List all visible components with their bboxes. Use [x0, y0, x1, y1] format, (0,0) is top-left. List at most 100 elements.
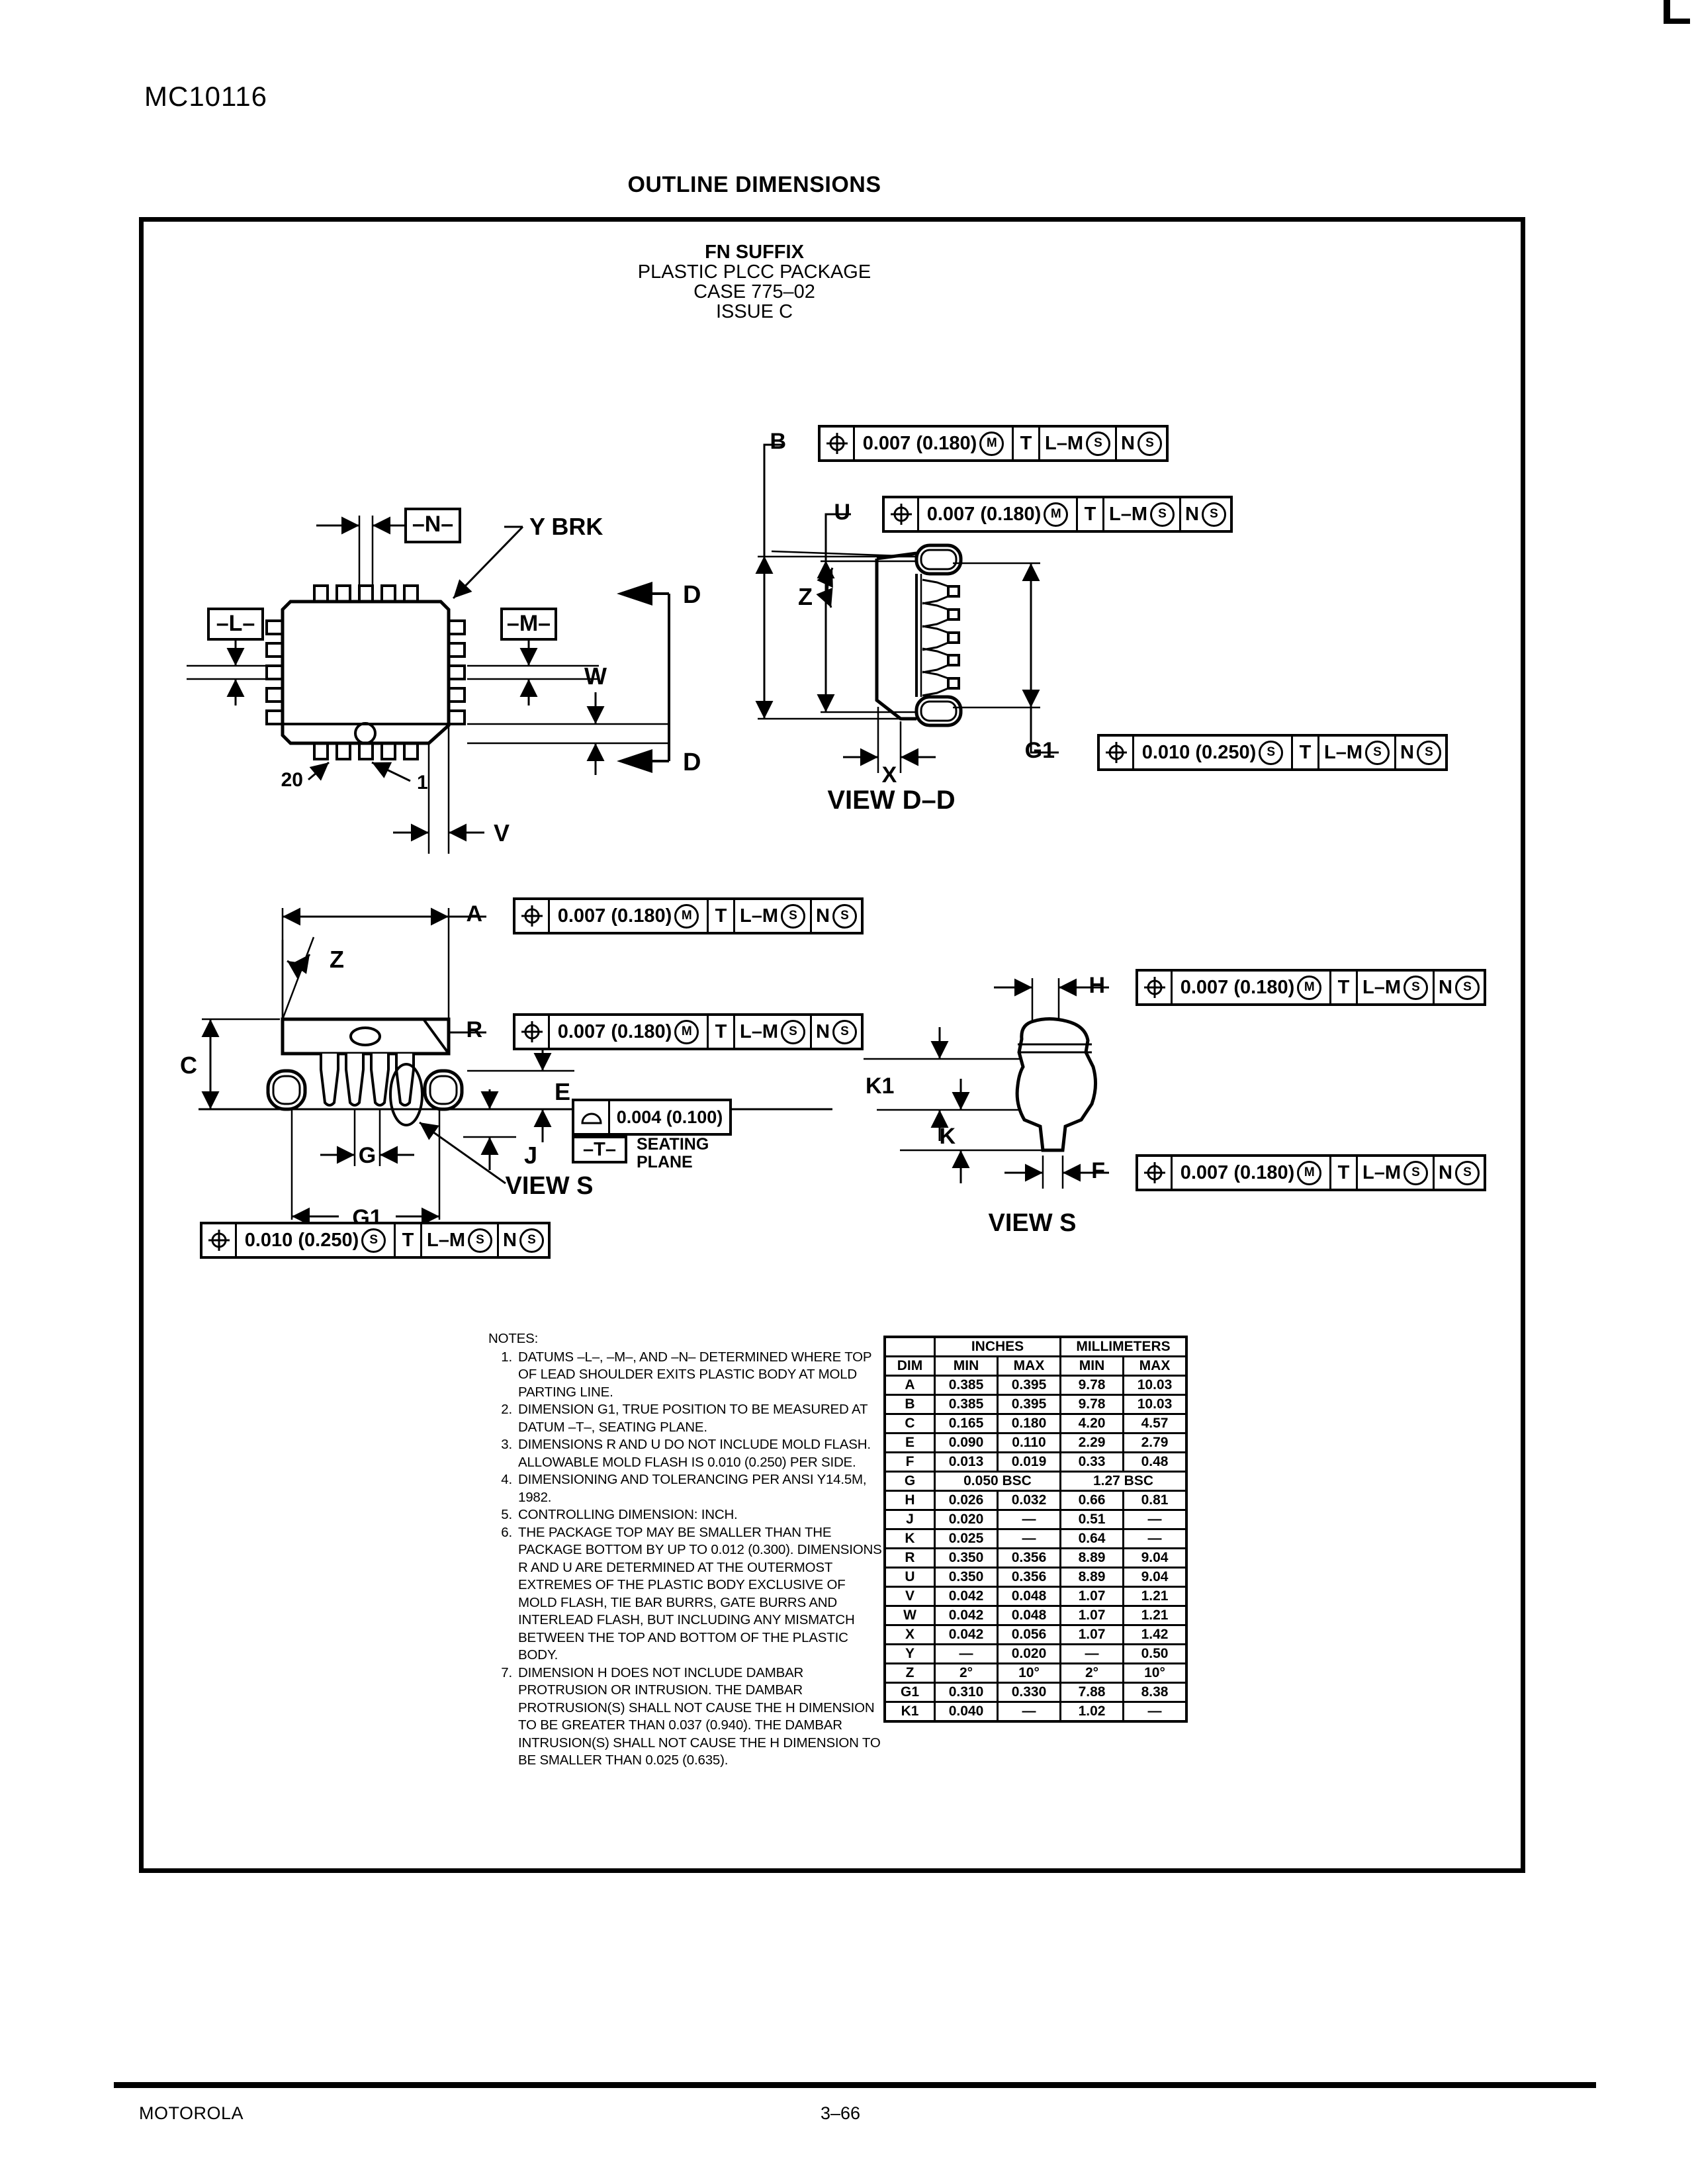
- frame-r-letter: R: [466, 1017, 482, 1042]
- material-modifier-icon: S: [1454, 1160, 1480, 1185]
- datum-ref-lm: L–M: [740, 1021, 778, 1042]
- datum-ref-lm: L–M: [1324, 741, 1362, 763]
- side-view: Z C: [180, 907, 832, 1230]
- position-symbol-icon: [1138, 972, 1173, 1003]
- datum-ref-lm: L–M: [1045, 432, 1083, 454]
- note-item: 7.DIMENSION H DOES NOT INCLUDE DAMBAR PR…: [501, 1664, 881, 1768]
- datum-ref-t: T: [1078, 498, 1104, 530]
- notes-block: NOTES: 1.DATUMS –L–, –M–, AND –N– DETERM…: [488, 1330, 885, 1770]
- dim-j-label: J: [524, 1142, 537, 1169]
- pin20-leader: [308, 761, 330, 781]
- material-modifier-icon: S: [361, 1228, 386, 1253]
- frame-a-letter: A: [466, 901, 482, 927]
- dim-z-label: Z: [798, 583, 813, 610]
- view-dd-title: VIEW D–D: [827, 786, 955, 815]
- datum-n-box: [404, 508, 461, 543]
- dim-z2-label: Z: [330, 946, 344, 973]
- datum-ref-t: T: [709, 900, 735, 932]
- dim-w-extension: [467, 723, 668, 745]
- note-item: 4.DIMENSIONING AND TOLERANCING PER ANSI …: [501, 1472, 867, 1505]
- note-item: 5.CONTROLLING DIMENSION: INCH.: [501, 1507, 738, 1522]
- material-modifier-icon: M: [674, 1019, 699, 1044]
- pin20-label: 20: [281, 769, 303, 791]
- datum-ref-lm: L–M: [1362, 1161, 1401, 1183]
- material-modifier-icon: M: [1044, 502, 1069, 527]
- pin1-leader: [371, 761, 411, 782]
- notes-heading: NOTES:: [488, 1331, 539, 1346]
- view-s-title-left: VIEW S: [505, 1172, 593, 1200]
- position-symbol-icon: [1138, 1157, 1173, 1189]
- position-symbol-icon: [202, 1224, 237, 1256]
- position-symbol-icon: [821, 428, 855, 459]
- position-symbol-icon: [1100, 737, 1134, 768]
- footer-brand: MOTOROLA: [139, 2103, 244, 2123]
- section-d-label-bottom: D: [683, 749, 701, 776]
- datum-ref-n: N: [1439, 976, 1452, 998]
- side-leads: [922, 578, 960, 697]
- dim-a-extension: [281, 908, 450, 1018]
- material-modifier-icon: S: [781, 1019, 805, 1044]
- datum-ref-t: T: [1331, 972, 1358, 1003]
- tolerance-value: 0.007 (0.180): [1180, 1161, 1295, 1183]
- dim-v-label: V: [494, 819, 510, 846]
- dim-e-label: E: [555, 1078, 570, 1105]
- package-issue: ISSUE C: [715, 301, 793, 322]
- view-s-callout-circle: [389, 1063, 424, 1126]
- note-item: 6.THE PACKAGE TOP MAY BE SMALLER THAN TH…: [501, 1524, 882, 1663]
- part-number: MC10116: [144, 81, 267, 112]
- datum-ref-t: T: [1331, 1157, 1358, 1189]
- tolerance-value: 0.007 (0.180): [557, 905, 672, 927]
- datum-ref-n: N: [816, 905, 830, 927]
- middle-leads: [320, 1054, 415, 1107]
- table-row: Y—0.020—0.50: [883, 1643, 1188, 1664]
- dim-z2-arc: [287, 954, 311, 979]
- datum-ref-n: N: [816, 1021, 830, 1042]
- tolerance-value: 0.010 (0.250): [1141, 741, 1257, 763]
- profile-symbol-icon: [574, 1101, 610, 1133]
- top-view: –N– Y BRK –L– –M–: [187, 508, 701, 854]
- package-case: CASE 775–02: [693, 281, 815, 302]
- dim-k1-label: K1: [866, 1073, 894, 1099]
- note-item: 3.DIMENSIONS R AND U DO NOT INCLUDE MOLD…: [501, 1437, 871, 1470]
- inches-header: INCHES: [934, 1336, 1061, 1357]
- datum-ref-t: T: [396, 1224, 422, 1256]
- table-column-header: DIM MIN MAX MIN MAX: [883, 1355, 1188, 1377]
- view-dd: Z: [755, 443, 1059, 815]
- dim-w-label: W: [584, 662, 607, 690]
- frame-f-letter: F: [1091, 1158, 1105, 1183]
- pin1-label: 1: [417, 772, 428, 794]
- material-modifier-icon: S: [832, 1019, 857, 1044]
- dim-u-extension: [821, 560, 920, 713]
- datum-ref-t: T: [1293, 737, 1319, 768]
- position-symbol-icon: [885, 498, 919, 530]
- datum-m-label: –M–: [507, 611, 551, 636]
- datum-ref-lm: L–M: [427, 1229, 465, 1251]
- datum-l-lines: [187, 664, 278, 680]
- material-modifier-icon: S: [468, 1228, 492, 1253]
- material-modifier-icon: S: [519, 1228, 544, 1253]
- material-modifier-icon: S: [1454, 975, 1480, 1000]
- dim-u-leader: [825, 513, 851, 561]
- package-type: PLASTIC PLCC PACKAGE: [637, 261, 871, 283]
- datum-n-label: –N–: [412, 512, 453, 537]
- pin1-indicator: [354, 722, 377, 745]
- material-modifier-icon: S: [1201, 502, 1226, 527]
- footer-page-number: 3–66: [820, 2103, 861, 2123]
- dim-g1-extension: [290, 1109, 441, 1220]
- dimension-table: INCHES MILLIMETERS DIM MIN MAX MIN MAX A…: [883, 1336, 1188, 1723]
- material-modifier-icon: S: [1416, 740, 1441, 765]
- datum-l-label: –L–: [216, 611, 255, 636]
- material-modifier-icon: S: [832, 903, 857, 929]
- view-s-leader: [419, 1121, 506, 1185]
- tolerance-value: 0.007 (0.180): [557, 1021, 672, 1042]
